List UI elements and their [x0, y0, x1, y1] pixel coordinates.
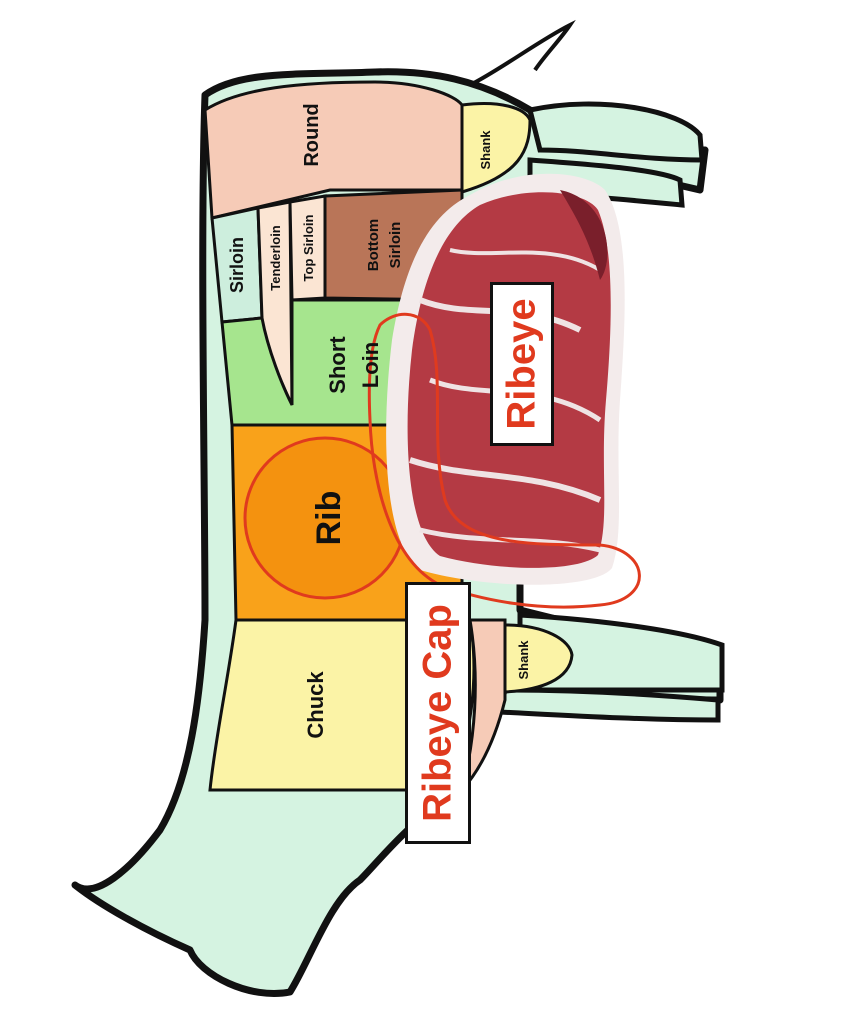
- cut-shank-rear: [460, 101, 532, 195]
- cow-tail: [469, 19, 576, 87]
- ribeye-cap-callout: Ribeye Cap: [405, 582, 471, 844]
- cut-shank-front: [503, 623, 574, 694]
- cow-front-leg-2: [496, 687, 721, 723]
- label-sirloin: Sirloin: [227, 237, 247, 293]
- ribeye-cap-outline: [367, 312, 641, 609]
- label-rib: Rib: [310, 491, 348, 546]
- label-top-sirloin: Top Sirloin: [301, 214, 316, 281]
- ribeye-callout: Ribeye: [490, 282, 554, 446]
- label-bottom-sirloin-2: Sirloin: [387, 222, 404, 269]
- label-bottom-sirloin-1: Bottom: [365, 219, 382, 272]
- label-shank-front: Shank: [516, 640, 531, 680]
- steak-marbling-4: [449, 248, 602, 272]
- label-short-loin-2: Loin: [358, 342, 383, 388]
- label-tenderloin: Tenderloin: [268, 225, 283, 291]
- cow-rear-leg: [526, 101, 705, 163]
- steak-marbling-3: [409, 457, 602, 503]
- label-short-loin-1: Short: [325, 336, 350, 394]
- ribeye-callout-text: Ribeye: [499, 298, 544, 430]
- label-shank-rear: Shank: [478, 130, 493, 170]
- label-round: Round: [301, 103, 323, 166]
- ribeye-cap-callout-text: Ribeye Cap: [415, 604, 460, 822]
- label-chuck: Chuck: [303, 671, 328, 739]
- steak-dark-edge: [560, 190, 608, 280]
